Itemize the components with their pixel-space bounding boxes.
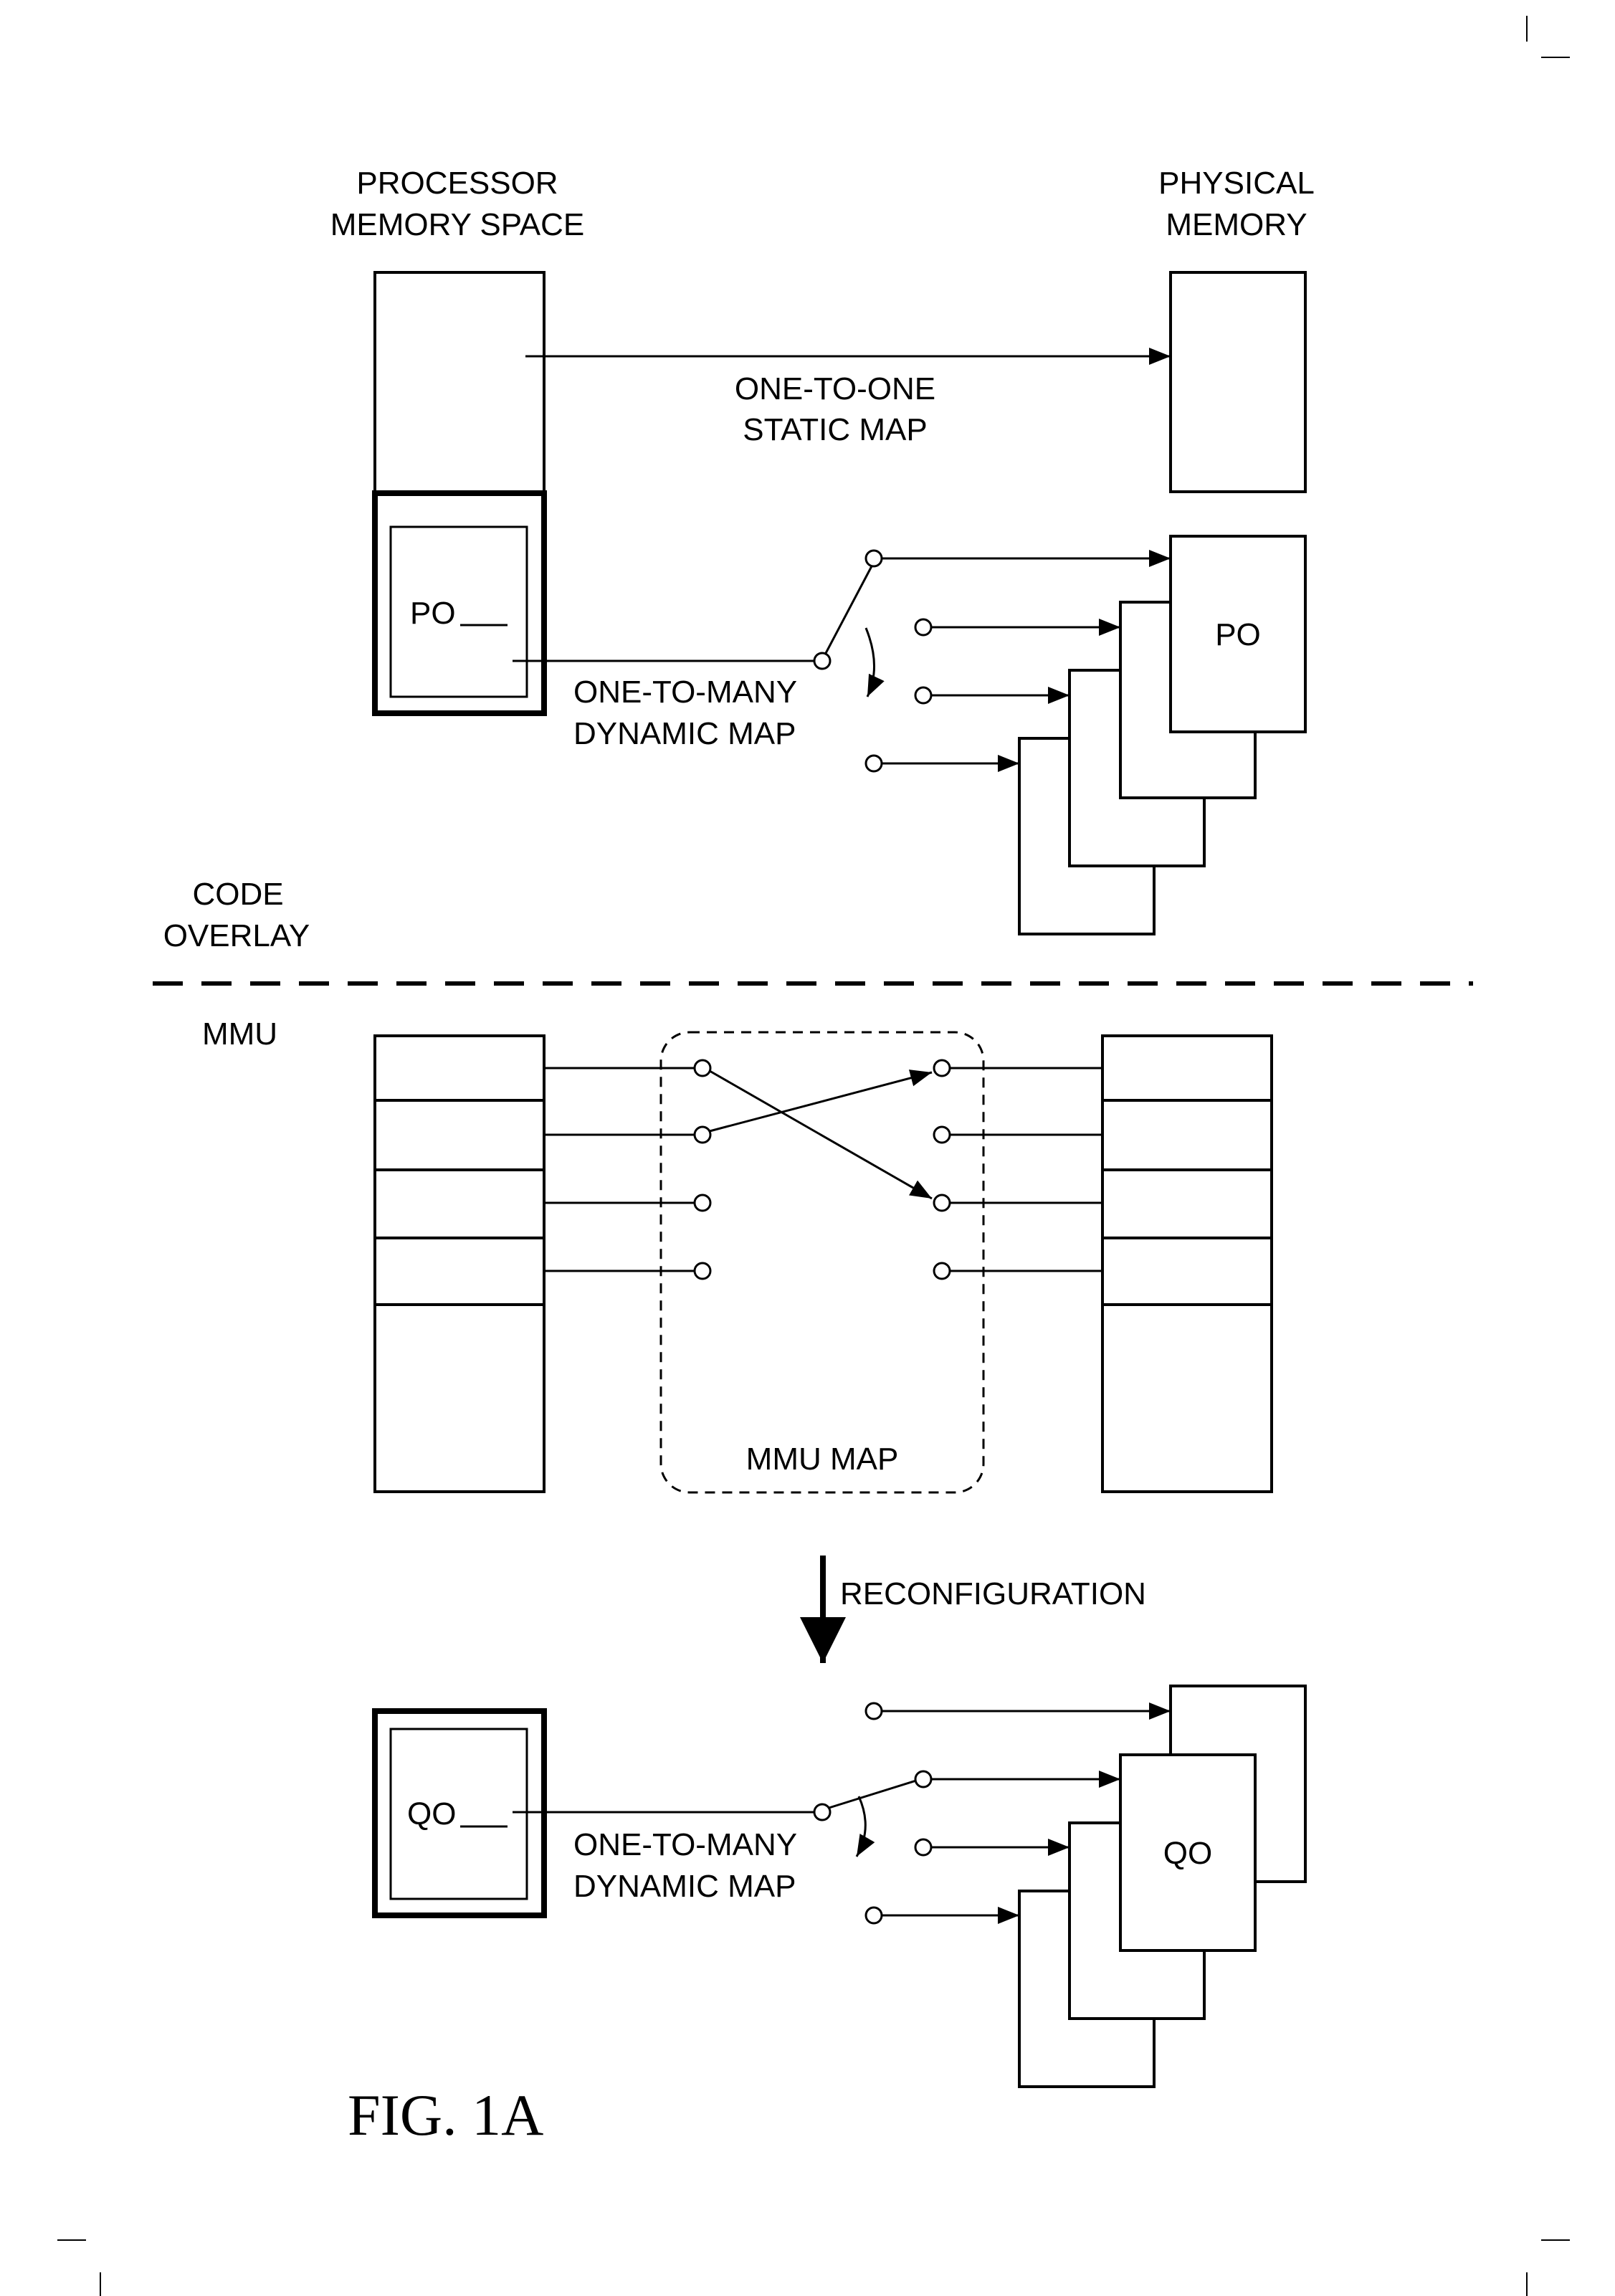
code-overlay-label: CODE OVERLAY bbox=[163, 877, 310, 953]
processor-memory-space-title: PROCESSOR MEMORY SPACE bbox=[330, 166, 585, 242]
physical-memory-label-line1: PHYSICAL bbox=[1158, 166, 1315, 201]
code-overlay-label-line2: OVERLAY bbox=[163, 918, 310, 953]
physical-memory-label-line2: MEMORY bbox=[1166, 207, 1307, 242]
one-to-many-label-top: ONE-TO-MANY DYNAMIC MAP bbox=[573, 675, 797, 751]
one-to-many-top-line1: ONE-TO-MANY bbox=[573, 675, 797, 710]
one-to-many-top-line2: DYNAMIC MAP bbox=[573, 716, 796, 751]
one-to-one-label-line1: ONE-TO-ONE bbox=[735, 371, 935, 406]
po-physical-label: PO bbox=[1215, 617, 1261, 652]
physical-memory-block bbox=[1171, 272, 1305, 492]
switch-terminals-bottom bbox=[814, 1703, 931, 1923]
switch-terminals-top bbox=[814, 551, 931, 771]
processor-memory-label-line2: MEMORY SPACE bbox=[330, 207, 585, 242]
physical-memory-title: PHYSICAL MEMORY bbox=[1158, 166, 1315, 242]
mmu-map-connections bbox=[544, 1068, 1102, 1271]
code-overlay-label-line1: CODE bbox=[192, 877, 283, 912]
reconfiguration-label: RECONFIGURATION bbox=[840, 1576, 1146, 1611]
mmu-label: MMU bbox=[202, 1016, 277, 1052]
mmu-physical-block bbox=[1102, 1036, 1272, 1492]
figure-caption: FIG. 1A bbox=[348, 2082, 543, 2148]
one-to-many-bottom-line1: ONE-TO-MANY bbox=[573, 1827, 797, 1862]
physical-overlay-stack-top bbox=[1019, 536, 1305, 934]
one-to-many-label-bottom: ONE-TO-MANY DYNAMIC MAP bbox=[573, 1827, 797, 1904]
qo-physical-label: QO bbox=[1163, 1836, 1212, 1871]
mmu-map-label: MMU MAP bbox=[746, 1442, 899, 1477]
physical-overlay-stack-bottom bbox=[1019, 1686, 1305, 2087]
processor-overlay-po: PO bbox=[410, 596, 508, 631]
one-to-one-label-line2: STATIC MAP bbox=[743, 412, 928, 447]
processor-memory-block bbox=[375, 272, 544, 713]
mmu-map-terminals bbox=[695, 1060, 950, 1279]
processor-memory-label-line1: PROCESSOR bbox=[356, 166, 558, 201]
po-processor-label: PO bbox=[410, 596, 456, 631]
processor-overlay-qo: QO bbox=[407, 1796, 508, 1831]
one-to-many-bottom-line2: DYNAMIC MAP bbox=[573, 1869, 796, 1904]
crop-marks bbox=[57, 16, 1570, 2296]
mmu-processor-block bbox=[375, 1036, 544, 1492]
one-to-one-label: ONE-TO-ONE STATIC MAP bbox=[735, 371, 935, 447]
qo-processor-label: QO bbox=[407, 1796, 456, 1831]
